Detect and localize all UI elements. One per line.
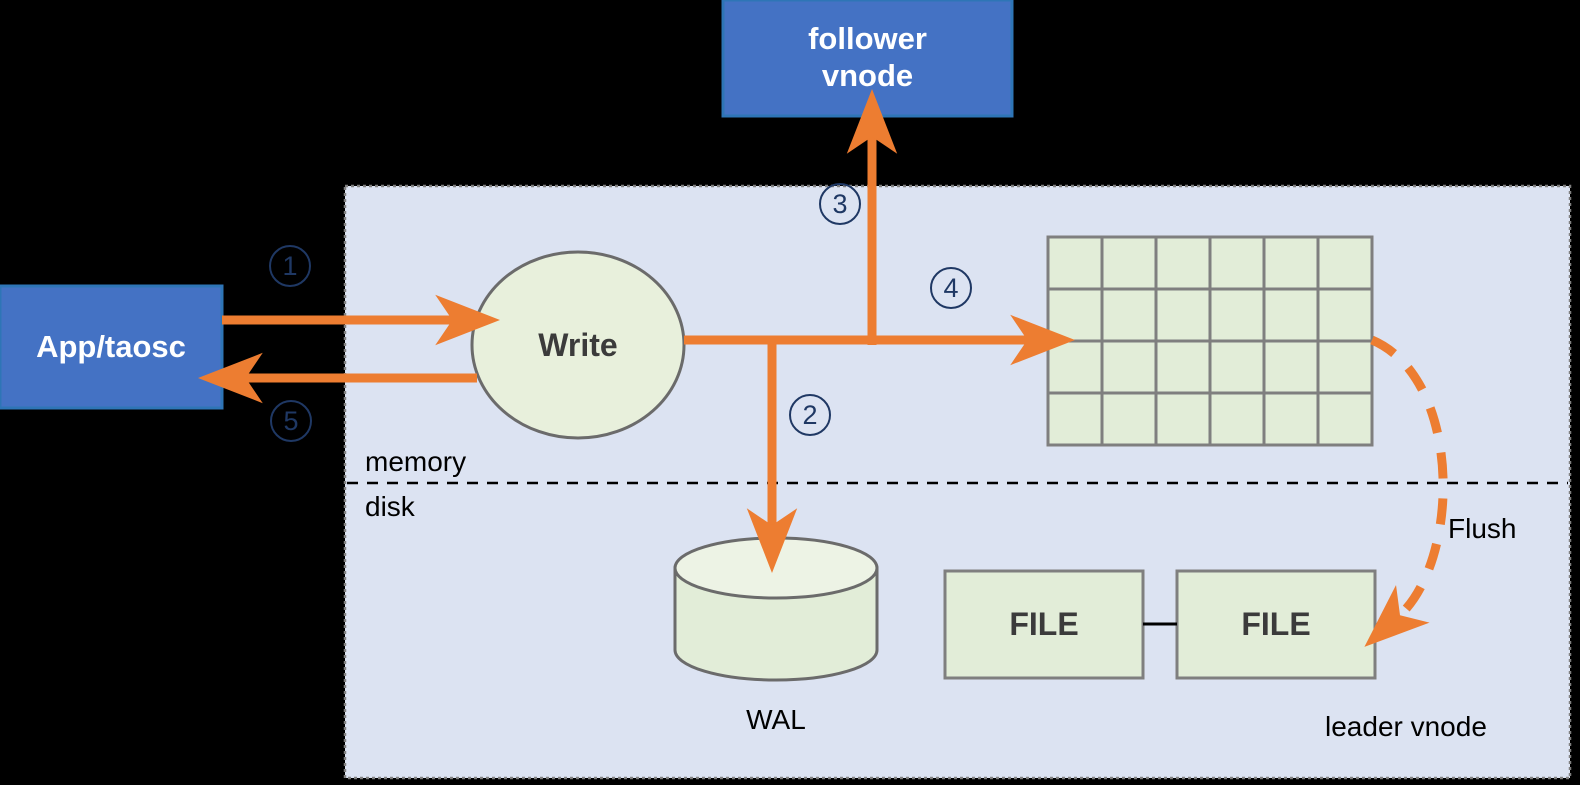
write-node-circle xyxy=(470,250,686,440)
wal-cylinder xyxy=(673,536,879,682)
step-badge-1: 1 xyxy=(269,245,311,287)
memory-table-grid xyxy=(1046,235,1374,447)
step-badge-3: 3 xyxy=(819,183,861,225)
step-badge-5: 5 xyxy=(270,400,312,442)
file-box-right xyxy=(1175,569,1377,680)
step-badge-4: 4 xyxy=(930,267,972,309)
app-taosc-box xyxy=(0,284,224,410)
file-box-left xyxy=(943,569,1145,680)
follower-vnode-box xyxy=(721,0,1014,118)
arrow-flush-to-file xyxy=(1364,335,1448,647)
step-badge-2: 2 xyxy=(789,394,831,436)
